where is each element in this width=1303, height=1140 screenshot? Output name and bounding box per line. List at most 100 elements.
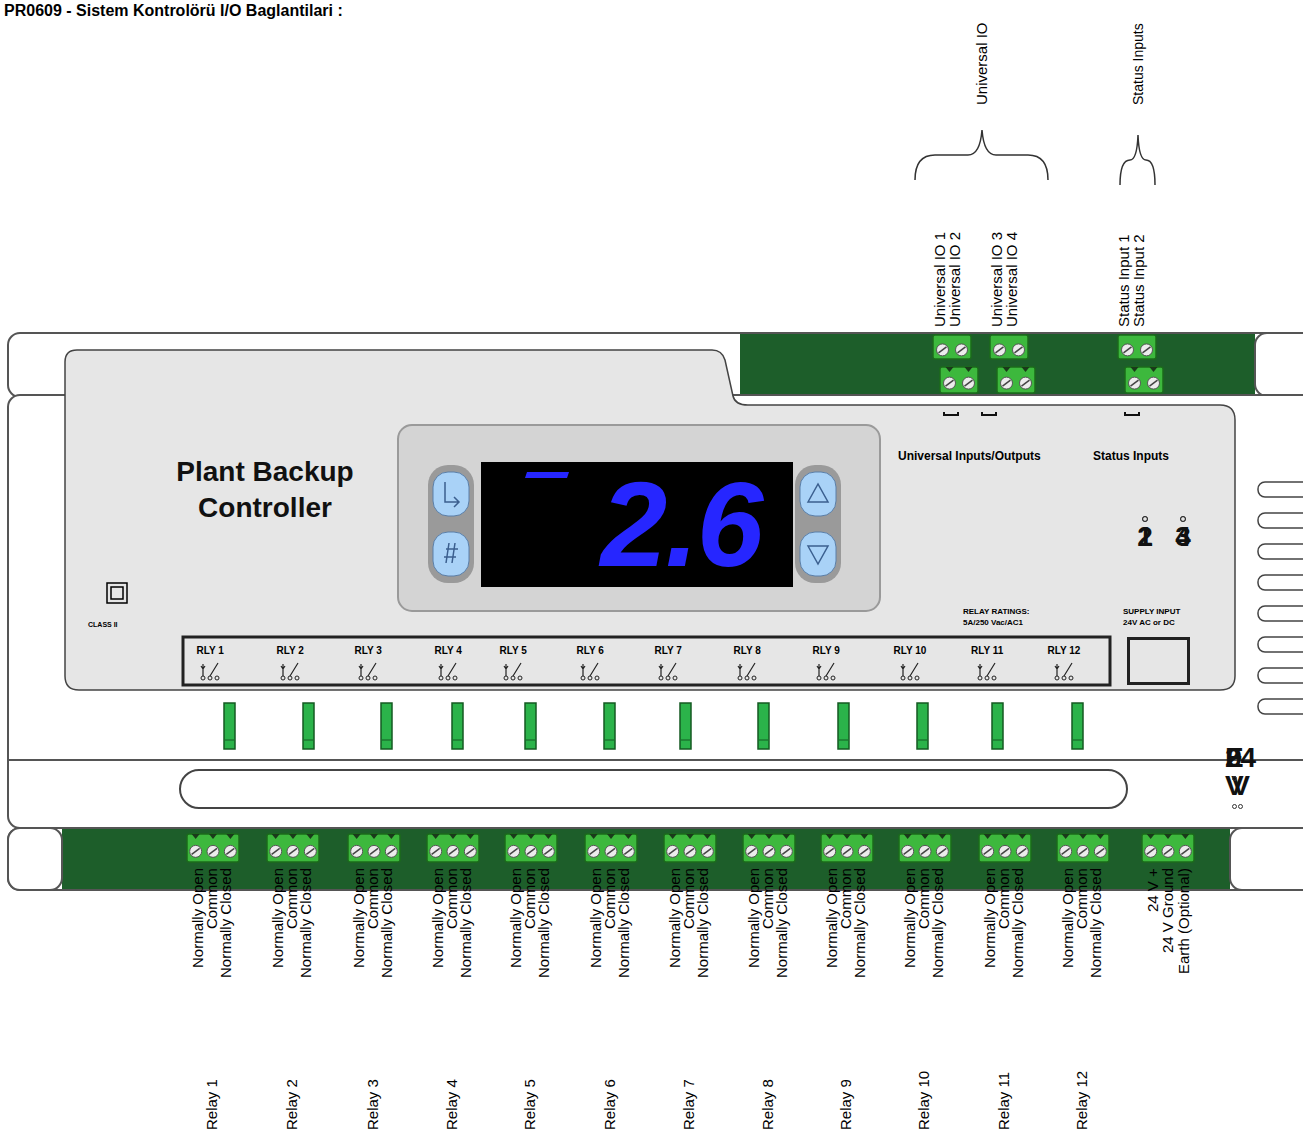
relay-label: RLY 11: [971, 646, 1003, 657]
relay-led: [681, 740, 690, 741]
label-slot: [180, 770, 1127, 808]
class-label: CLASS II: [88, 621, 118, 628]
relay-led: [525, 703, 536, 749]
terminal-notch: [370, 834, 378, 839]
up-icon: [808, 484, 828, 502]
screw-slot: [1001, 848, 1009, 854]
screw-slot: [1147, 848, 1155, 854]
terminal-screw: [746, 845, 758, 857]
terminal-screw: [605, 845, 617, 857]
screw-slot: [527, 848, 535, 854]
display-screen: [481, 462, 793, 587]
terminal-notch: [624, 834, 632, 839]
relay-label: RLY 9: [813, 646, 840, 657]
terminal-screw: [1001, 377, 1013, 389]
screw-slot: [353, 848, 361, 854]
group-heading: Status Inputs: [1131, 23, 1146, 105]
supply-note: 24V AC or DC: [1123, 619, 1175, 627]
terminal-name: Normally Closed: [298, 868, 314, 978]
terminal-screw: [525, 845, 537, 857]
bracket: [915, 130, 1048, 180]
terminal-screw: [937, 344, 949, 356]
terminal-notch: [1150, 367, 1158, 372]
terminal-screw: [780, 845, 792, 857]
relay-contact-symbol: [901, 663, 919, 680]
terminal-notch: [669, 834, 677, 839]
terminal-block: [664, 834, 716, 862]
terminal-notch: [272, 834, 280, 839]
terminal-block: [933, 335, 971, 359]
terminal-notch: [1147, 834, 1155, 839]
terminal-body: [1142, 834, 1194, 862]
terminal-screw: [824, 845, 836, 857]
terminal-screw: [542, 845, 554, 857]
relay-name: Relay 10: [916, 1071, 932, 1130]
screw-slot: [510, 848, 518, 854]
relay-led: [225, 740, 234, 741]
terminal-block: [267, 834, 319, 862]
relay-led: [917, 703, 928, 749]
relay-name: Relay 8: [760, 1079, 776, 1130]
terminal-body: [427, 834, 479, 862]
terminal-block: [1125, 367, 1163, 393]
screw-slot: [607, 848, 615, 854]
terminal-number-box: 12: [1124, 412, 1140, 416]
terminal-screw: [447, 845, 459, 857]
terminal-notch: [1062, 834, 1070, 839]
supply-note: SUPPLY INPUT: [1123, 608, 1180, 616]
terminal-notch: [938, 834, 946, 839]
terminal-block: [899, 834, 951, 862]
pin-name: Universal IO 3: [989, 232, 1005, 327]
relay-name: Relay 11: [996, 1072, 1012, 1130]
terminal-name: Normally Closed: [1088, 868, 1104, 978]
terminal-body: [1125, 367, 1163, 393]
terminal-screw: [1020, 377, 1032, 389]
terminal-body: [664, 834, 716, 862]
relay-label-frame: [183, 637, 1110, 685]
vent-slot: [1258, 544, 1303, 559]
terminal-block: [348, 834, 400, 862]
terminal-screw: [588, 845, 600, 857]
screw-slot: [590, 848, 598, 854]
screw-slot: [1150, 380, 1158, 386]
relay-label: RLY 1: [197, 646, 224, 657]
terminal-notch: [449, 834, 457, 839]
relay-led: [452, 703, 463, 749]
terminal-notch: [946, 367, 954, 372]
relay-led: [918, 740, 927, 741]
device-name: Plant Backup Controller: [160, 454, 370, 526]
relay-contact-symbol: [738, 663, 756, 680]
terminal-screw: [1016, 845, 1028, 857]
terminal-notch: [843, 834, 851, 839]
terminal-screw: [270, 845, 282, 857]
terminal-screw: [1060, 845, 1072, 857]
panel-caption: Universal Inputs/Outputs: [898, 450, 1041, 463]
terminal-screw: [963, 377, 975, 389]
vent-slot: [1258, 575, 1303, 590]
screw-slot: [449, 848, 457, 854]
terminal-screw: [902, 845, 914, 857]
screw-slot: [921, 848, 929, 854]
pin-name: Universal IO 2: [947, 232, 963, 327]
screw-slot: [289, 848, 297, 854]
terminal-screw: [1148, 377, 1160, 389]
terminal-screw: [508, 845, 520, 857]
terminal-screw: [1129, 377, 1141, 389]
relay-label: RLY 4: [435, 646, 462, 657]
screw-slot: [996, 347, 1004, 353]
screw-slot: [370, 848, 378, 854]
terminal-block: [1057, 834, 1109, 862]
terminal-notch: [527, 834, 535, 839]
relay-led: [759, 740, 768, 741]
screw-slot: [939, 347, 947, 353]
screw-slot: [1096, 848, 1104, 854]
terminal-notch: [353, 834, 361, 839]
terminal-screw: [207, 845, 219, 857]
class-ii-symbol: [111, 587, 123, 599]
supply-terminal-box: 24 V0 VE: [1127, 637, 1190, 685]
relay-led: [303, 703, 314, 749]
relay-led: [1073, 740, 1082, 741]
relay-name: Relay 4: [444, 1079, 460, 1130]
relay-name: Relay 7: [681, 1079, 697, 1130]
screw-slot: [272, 848, 280, 854]
